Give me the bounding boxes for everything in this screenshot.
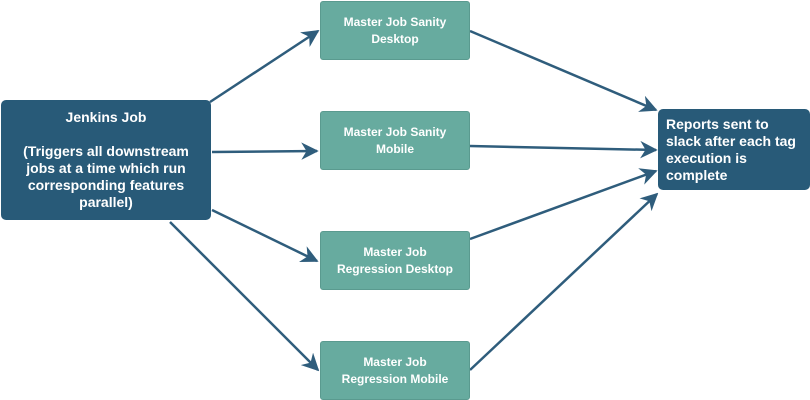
node-label-line: Master Job Sanity xyxy=(343,124,447,139)
master-job-sanity-mobile-node: Master Job Sanity Mobile xyxy=(320,111,470,170)
arrow-sanity-desktop-to-reports xyxy=(469,29,658,112)
node-label-line: Master Job xyxy=(363,244,427,259)
node-label-line: Regression Mobile xyxy=(341,371,449,386)
arrow-jenkins-to-regression-mobile xyxy=(169,221,320,372)
master-job-sanity-desktop-node: Master Job Sanity Desktop xyxy=(320,1,470,60)
arrow-jenkins-to-sanity-mobile xyxy=(211,142,319,160)
arrow-jenkins-to-sanity-desktop xyxy=(209,29,320,104)
master-job-regression-mobile-node: Master Job Regression Mobile xyxy=(320,341,470,400)
reports-node: Reports sent to slack after each tag exe… xyxy=(658,109,810,190)
node-label-line: Regression Desktop xyxy=(336,261,454,276)
arrow-regression-desktop-to-reports xyxy=(469,168,658,241)
reports-text: Reports sent to slack after each tag exe… xyxy=(666,115,796,183)
node-label-line: Master Job xyxy=(363,354,427,369)
arrow-sanity-mobile-to-reports xyxy=(469,140,658,159)
arrow-regression-mobile-to-reports xyxy=(469,192,659,371)
node-label-line: Mobile xyxy=(376,141,414,156)
jenkins-job-description: (Triggers all downstream jobs at a time … xyxy=(23,143,189,210)
jenkins-job-title: Jenkins Job xyxy=(65,109,147,125)
node-label-line: Desktop xyxy=(371,31,419,46)
master-job-regression-desktop-node: Master Job Regression Desktop xyxy=(320,231,470,290)
arrow-jenkins-to-regression-desktop xyxy=(211,208,319,263)
node-label-line: Master Job Sanity xyxy=(343,14,447,29)
jenkins-job-node: Jenkins Job (Triggers all downstream job… xyxy=(1,100,211,220)
